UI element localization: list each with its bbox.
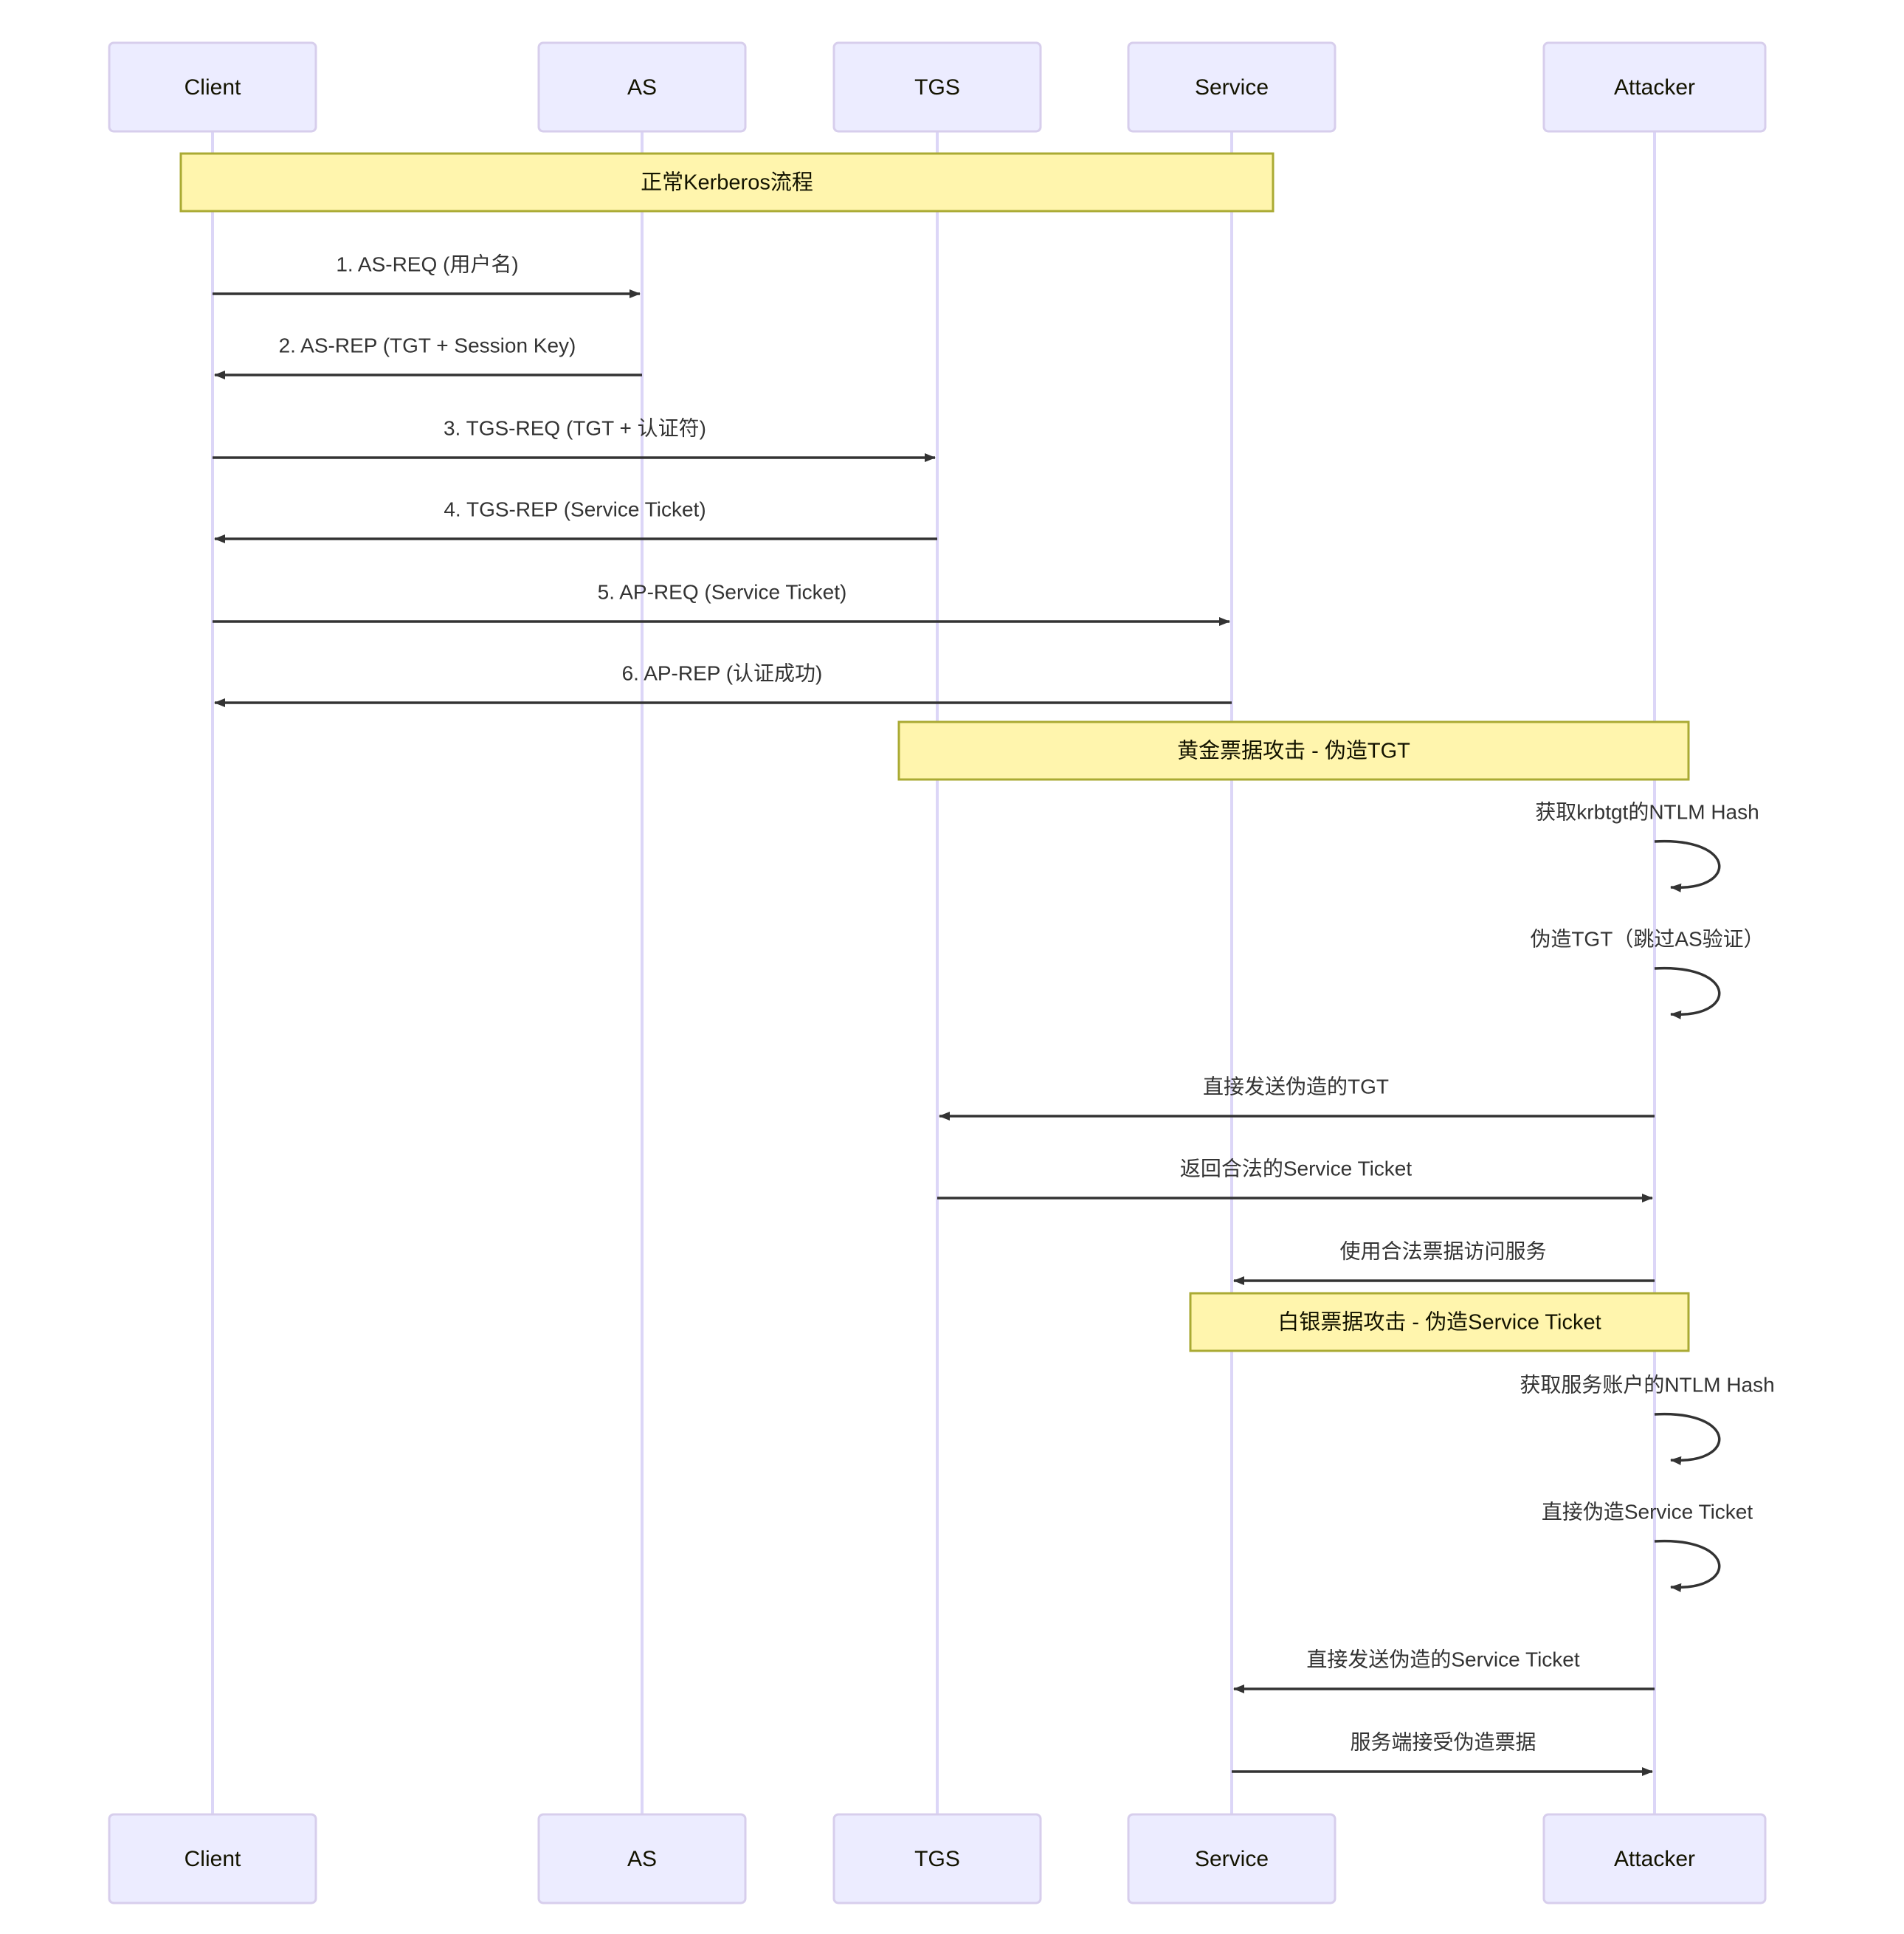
note-rect bbox=[1189, 1292, 1690, 1352]
actor-label-service: Service bbox=[1195, 75, 1269, 100]
message-m15: 服务端接受伪造票据 bbox=[1232, 1730, 1653, 1776]
message-m13: 直接伪造Service Ticket bbox=[1542, 1500, 1753, 1592]
message-label: 2. AS-REP (TGT + Session Key) bbox=[279, 334, 576, 357]
actor-box-as-top[interactable]: AS bbox=[537, 41, 747, 133]
actor-rect bbox=[537, 1813, 747, 1904]
actor-box-client-top[interactable]: Client bbox=[108, 41, 317, 133]
message-m9: 直接发送伪造的TGT bbox=[939, 1075, 1655, 1121]
note-label: 正常Kerberos流程 bbox=[641, 171, 813, 195]
message-m11: 使用合法票据访问服务 bbox=[1233, 1239, 1655, 1285]
actor-rect bbox=[1127, 41, 1336, 133]
message-m4: 4. TGS-REP (Service Ticket) bbox=[214, 498, 937, 543]
message-m3: 3. TGS-REQ (TGT + 认证符) bbox=[213, 416, 936, 462]
message-label: 5. AP-REQ (Service Ticket) bbox=[598, 580, 847, 603]
actor-label-tgs: TGS bbox=[914, 75, 960, 100]
message-label: 使用合法票据访问服务 bbox=[1339, 1239, 1546, 1262]
actor-label-as: AS bbox=[627, 75, 657, 100]
actor-box-tgs-bottom[interactable]: TGS bbox=[832, 1813, 1042, 1904]
actors-top-layer: Client AS TGS Service Attacker bbox=[108, 41, 1767, 133]
actor-rect bbox=[832, 1813, 1042, 1904]
lifelines-layer bbox=[211, 131, 1656, 1814]
actor-box-as-bottom[interactable]: AS bbox=[537, 1813, 747, 1904]
message-m2: 2. AS-REP (TGT + Session Key) bbox=[214, 334, 642, 379]
actor-label-attacker: Attacker bbox=[1614, 1847, 1695, 1871]
actor-label-attacker: Attacker bbox=[1614, 75, 1695, 100]
note-rect bbox=[179, 152, 1274, 213]
message-label: 直接发送伪造的Service Ticket bbox=[1306, 1648, 1579, 1670]
message-label: 4. TGS-REP (Service Ticket) bbox=[444, 498, 706, 520]
actor-label-service: Service bbox=[1195, 1847, 1269, 1871]
self-loop-arrow bbox=[1654, 966, 1721, 1019]
note-rect bbox=[897, 720, 1690, 781]
actor-rect bbox=[1542, 41, 1767, 133]
note-silver: 白银票据攻击 - 伪造Service Ticket bbox=[1189, 1292, 1690, 1352]
actor-box-service-bottom[interactable]: Service bbox=[1127, 1813, 1336, 1904]
message-m1: 1. AS-REQ (用户名) bbox=[213, 252, 641, 298]
message-label: 服务端接受伪造票据 bbox=[1350, 1730, 1536, 1753]
actor-rect bbox=[537, 41, 747, 133]
actor-box-attacker-top[interactable]: Attacker bbox=[1542, 41, 1767, 133]
message-m5: 5. AP-REQ (Service Ticket) bbox=[213, 580, 1230, 626]
actor-label-tgs: TGS bbox=[914, 1847, 960, 1871]
actor-box-service-top[interactable]: Service bbox=[1127, 41, 1336, 133]
message-label: 获取服务账户的NTLM Hash bbox=[1520, 1373, 1774, 1396]
note-golden: 黄金票据攻击 - 伪造TGT bbox=[897, 720, 1690, 781]
message-label: 6. AP-REP (认证成功) bbox=[622, 661, 823, 684]
note-label: 白银票据攻击 - 伪造Service Ticket bbox=[1277, 1310, 1601, 1335]
actor-rect bbox=[832, 41, 1042, 133]
message-m7: 获取krbtgt的NTLM Hash bbox=[1535, 800, 1759, 892]
self-loop-arrow bbox=[1654, 839, 1721, 892]
actor-box-tgs-top[interactable]: TGS bbox=[832, 41, 1042, 133]
actor-box-attacker-bottom[interactable]: Attacker bbox=[1542, 1813, 1767, 1904]
actor-box-client-bottom[interactable]: Client bbox=[108, 1813, 317, 1904]
note-label: 黄金票据攻击 - 伪造TGT bbox=[1177, 739, 1410, 763]
self-loop-arrow bbox=[1654, 1539, 1721, 1592]
message-m6: 6. AP-REP (认证成功) bbox=[214, 661, 1232, 707]
actor-label-client: Client bbox=[184, 75, 241, 100]
message-m8: 伪造TGT（跳过AS验证） bbox=[1530, 927, 1765, 1019]
actor-label-client: Client bbox=[184, 1847, 241, 1871]
actor-rect bbox=[108, 1813, 317, 1904]
message-label: 获取krbtgt的NTLM Hash bbox=[1535, 800, 1759, 823]
actors-bottom-layer: Client AS TGS Service Attacker bbox=[108, 1813, 1767, 1904]
message-label: 返回合法的Service Ticket bbox=[1180, 1157, 1412, 1180]
note-normal-flow: 正常Kerberos流程 bbox=[179, 152, 1274, 213]
actor-rect bbox=[1542, 1813, 1767, 1904]
actor-rect bbox=[1127, 1813, 1336, 1904]
self-loop-arrow bbox=[1654, 1412, 1721, 1465]
message-m12: 获取服务账户的NTLM Hash bbox=[1520, 1373, 1775, 1465]
message-label: 直接发送伪造的TGT bbox=[1203, 1075, 1389, 1098]
message-label: 1. AS-REQ (用户名) bbox=[336, 252, 518, 275]
message-m14: 直接发送伪造的Service Ticket bbox=[1233, 1648, 1655, 1693]
message-label: 3. TGS-REQ (TGT + 认证符) bbox=[444, 416, 706, 439]
actor-label-as: AS bbox=[627, 1847, 657, 1871]
actor-rect bbox=[108, 41, 317, 133]
messages-layer: 1. AS-REQ (用户名) 2. AS-REP (TGT + Session … bbox=[213, 252, 1775, 1776]
message-label: 直接伪造Service Ticket bbox=[1542, 1500, 1753, 1523]
message-label: 伪造TGT（跳过AS验证） bbox=[1530, 927, 1764, 950]
message-m10: 返回合法的Service Ticket bbox=[937, 1157, 1653, 1202]
